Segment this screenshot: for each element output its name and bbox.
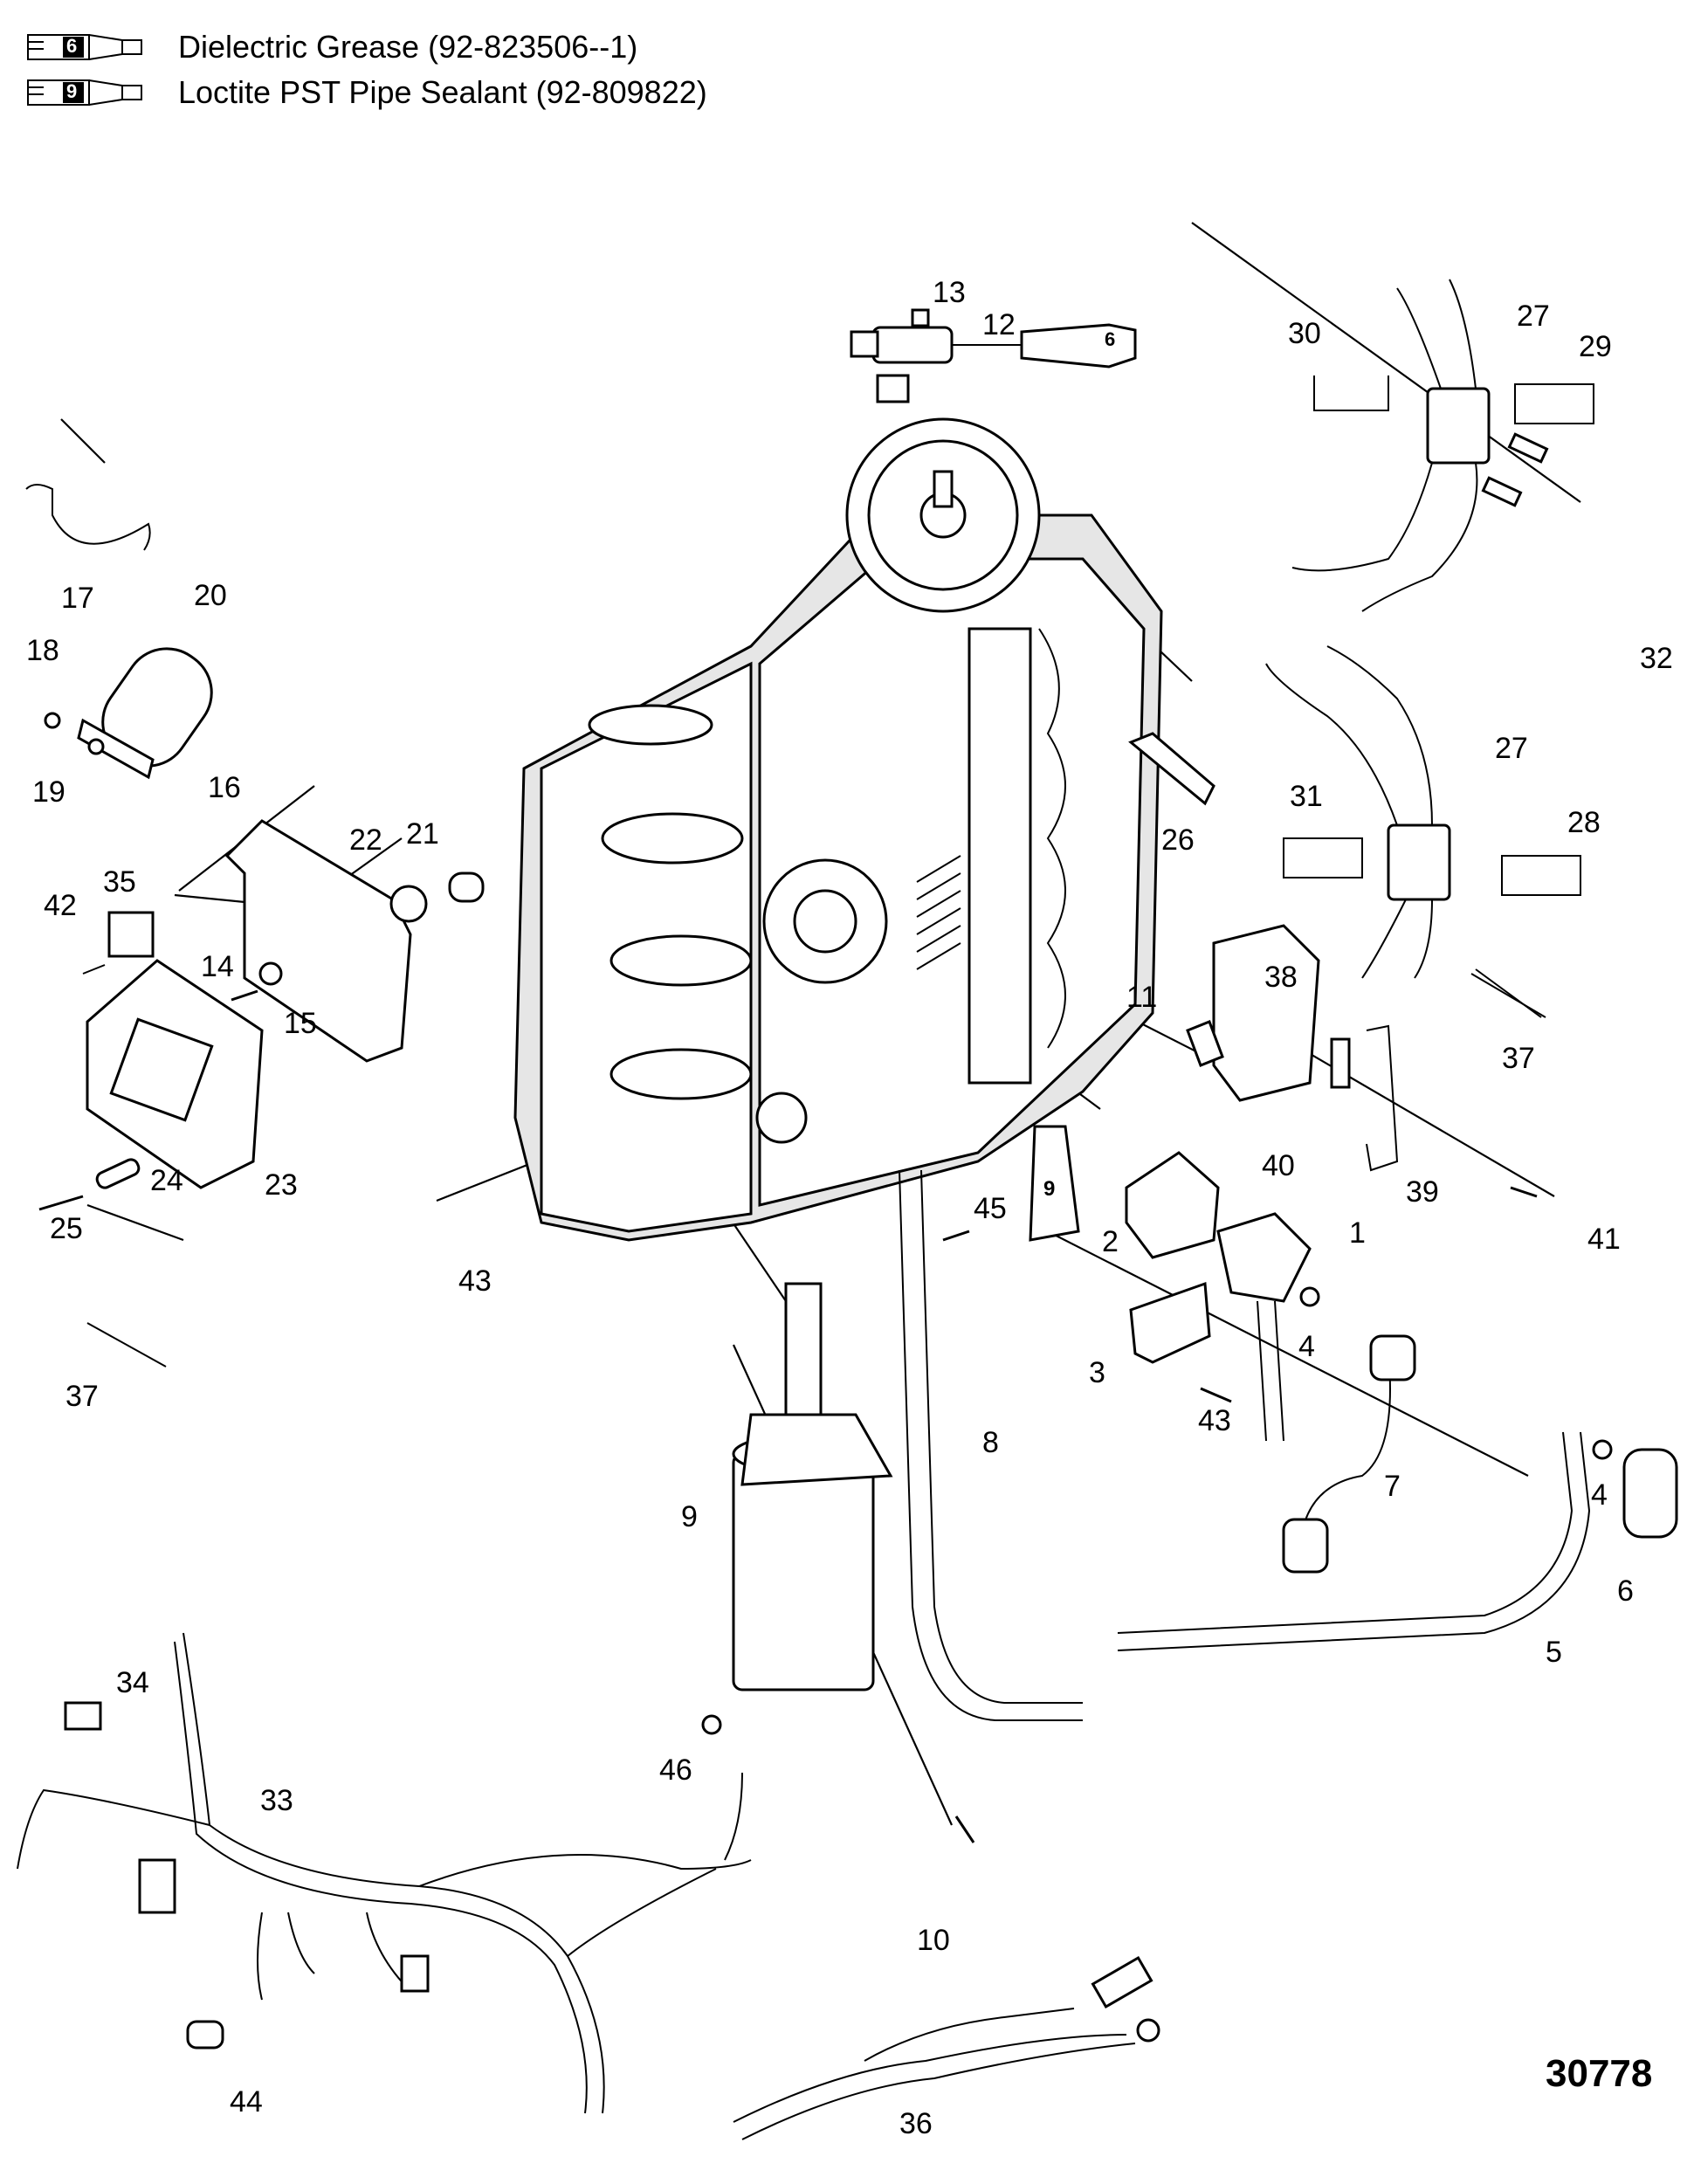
callout-37: 37 bbox=[1502, 1042, 1535, 1075]
callout-33: 33 bbox=[260, 1784, 293, 1817]
callout-4: 4 bbox=[1591, 1478, 1608, 1512]
cylinder-block bbox=[513, 417, 1163, 1242]
sealant-legend: 6 Dielectric Grease (92-823506--1) 9 Loc… bbox=[26, 24, 707, 115]
callout-37: 37 bbox=[65, 1380, 99, 1413]
callout-20: 20 bbox=[194, 579, 227, 612]
callout-23: 23 bbox=[265, 1168, 298, 1202]
sealant-tube bbox=[1029, 1125, 1080, 1242]
callout-27: 27 bbox=[1517, 300, 1550, 333]
ground-cable bbox=[899, 1169, 1083, 1721]
callout-39: 39 bbox=[1406, 1175, 1439, 1209]
callout-16: 16 bbox=[208, 771, 241, 804]
legend-label: Loctite PST Pipe Sealant (92-809822) bbox=[178, 74, 707, 110]
callout-41: 41 bbox=[1587, 1223, 1621, 1256]
legend-row-grease: 6 Dielectric Grease (92-823506--1) bbox=[26, 24, 707, 70]
callout-17: 17 bbox=[61, 582, 94, 615]
block bbox=[1330, 1037, 1351, 1089]
decal-box bbox=[1501, 855, 1581, 896]
callout-21: 21 bbox=[406, 817, 439, 851]
callout-30: 30 bbox=[1288, 317, 1321, 350]
wire-harness bbox=[17, 1632, 752, 2114]
callout-15: 15 bbox=[284, 1007, 317, 1040]
callout-38: 38 bbox=[1264, 961, 1298, 994]
legend-number: 6 bbox=[66, 35, 78, 57]
battery-cable bbox=[1117, 1431, 1573, 1634]
bracket bbox=[107, 911, 155, 958]
callout-6: 6 bbox=[1617, 1574, 1634, 1608]
boot bbox=[1125, 1151, 1220, 1259]
spark-plug bbox=[1128, 732, 1215, 806]
ignition-coil-upper bbox=[1291, 279, 1549, 612]
grommet bbox=[389, 885, 428, 923]
callout-43: 43 bbox=[1198, 1404, 1231, 1437]
callout-8: 8 bbox=[982, 1426, 999, 1459]
callout-5: 5 bbox=[1546, 1636, 1562, 1669]
grease-tube-label: 6 bbox=[1105, 328, 1116, 350]
callout-7: 7 bbox=[1384, 1470, 1401, 1503]
starter-solenoid bbox=[1216, 1212, 1312, 1303]
callout-13: 13 bbox=[933, 276, 966, 309]
callout-29: 29 bbox=[1579, 330, 1612, 363]
callout-19: 19 bbox=[32, 775, 65, 809]
callout-44: 44 bbox=[230, 2085, 263, 2119]
sealant-tube-icon: 9 bbox=[26, 75, 166, 110]
reference-number: 30778 bbox=[1546, 2052, 1653, 2095]
callout-11: 11 bbox=[1126, 981, 1158, 1014]
callout-10: 10 bbox=[917, 1924, 950, 1957]
starter-motor bbox=[732, 1282, 893, 1691]
terminal-boot bbox=[1622, 1448, 1678, 1539]
callout-22: 22 bbox=[349, 823, 382, 857]
ignition-coil-lower bbox=[1265, 645, 1451, 979]
decal-box bbox=[1514, 383, 1594, 424]
callout-24: 24 bbox=[150, 1164, 183, 1197]
callout-3: 3 bbox=[1089, 1356, 1105, 1389]
callout-18: 18 bbox=[26, 634, 59, 667]
callout-45: 45 bbox=[974, 1192, 1007, 1225]
callout-26: 26 bbox=[1161, 823, 1195, 857]
callout-2: 2 bbox=[1102, 1225, 1119, 1258]
decal-box bbox=[1313, 375, 1389, 411]
sub-harness bbox=[733, 1955, 1160, 2140]
callout-27: 27 bbox=[1495, 732, 1528, 765]
legend-label: Dielectric Grease (92-823506--1) bbox=[178, 29, 638, 65]
clip bbox=[25, 484, 151, 551]
grease-tube-icon: 6 bbox=[26, 30, 166, 65]
callout-12: 12 bbox=[982, 308, 1016, 341]
decal-box bbox=[1283, 837, 1363, 878]
callout-46: 46 bbox=[659, 1753, 692, 1787]
starter-lead bbox=[1300, 1353, 1391, 1538]
callout-25: 25 bbox=[50, 1212, 83, 1245]
mounting-plate bbox=[224, 819, 412, 1063]
spacer bbox=[448, 872, 485, 903]
callout-4: 4 bbox=[1298, 1330, 1315, 1363]
callout-1: 1 bbox=[1349, 1216, 1366, 1250]
reed-fins bbox=[916, 855, 961, 970]
noise-filter bbox=[44, 647, 213, 780]
legend-row-sealant: 9 Loctite PST Pipe Sealant (92-809822) bbox=[26, 70, 707, 115]
callout-34: 34 bbox=[116, 1666, 149, 1699]
callout-28: 28 bbox=[1567, 806, 1601, 839]
callout-35: 35 bbox=[103, 865, 136, 899]
legend-number: 9 bbox=[66, 80, 78, 102]
sealant-tube-label: 9 bbox=[1043, 1177, 1056, 1201]
callout-36: 36 bbox=[899, 2107, 933, 2140]
callout-9: 9 bbox=[681, 1500, 698, 1533]
control-module bbox=[86, 959, 264, 1189]
rectifier bbox=[1212, 924, 1320, 1102]
sensor-assembly bbox=[850, 308, 1137, 403]
callout-42: 42 bbox=[44, 889, 77, 922]
callout-31: 31 bbox=[1290, 780, 1323, 813]
callout-43: 43 bbox=[458, 1264, 492, 1298]
callout-40: 40 bbox=[1262, 1149, 1295, 1182]
callout-32: 32 bbox=[1640, 642, 1673, 675]
callout-14: 14 bbox=[201, 950, 234, 983]
